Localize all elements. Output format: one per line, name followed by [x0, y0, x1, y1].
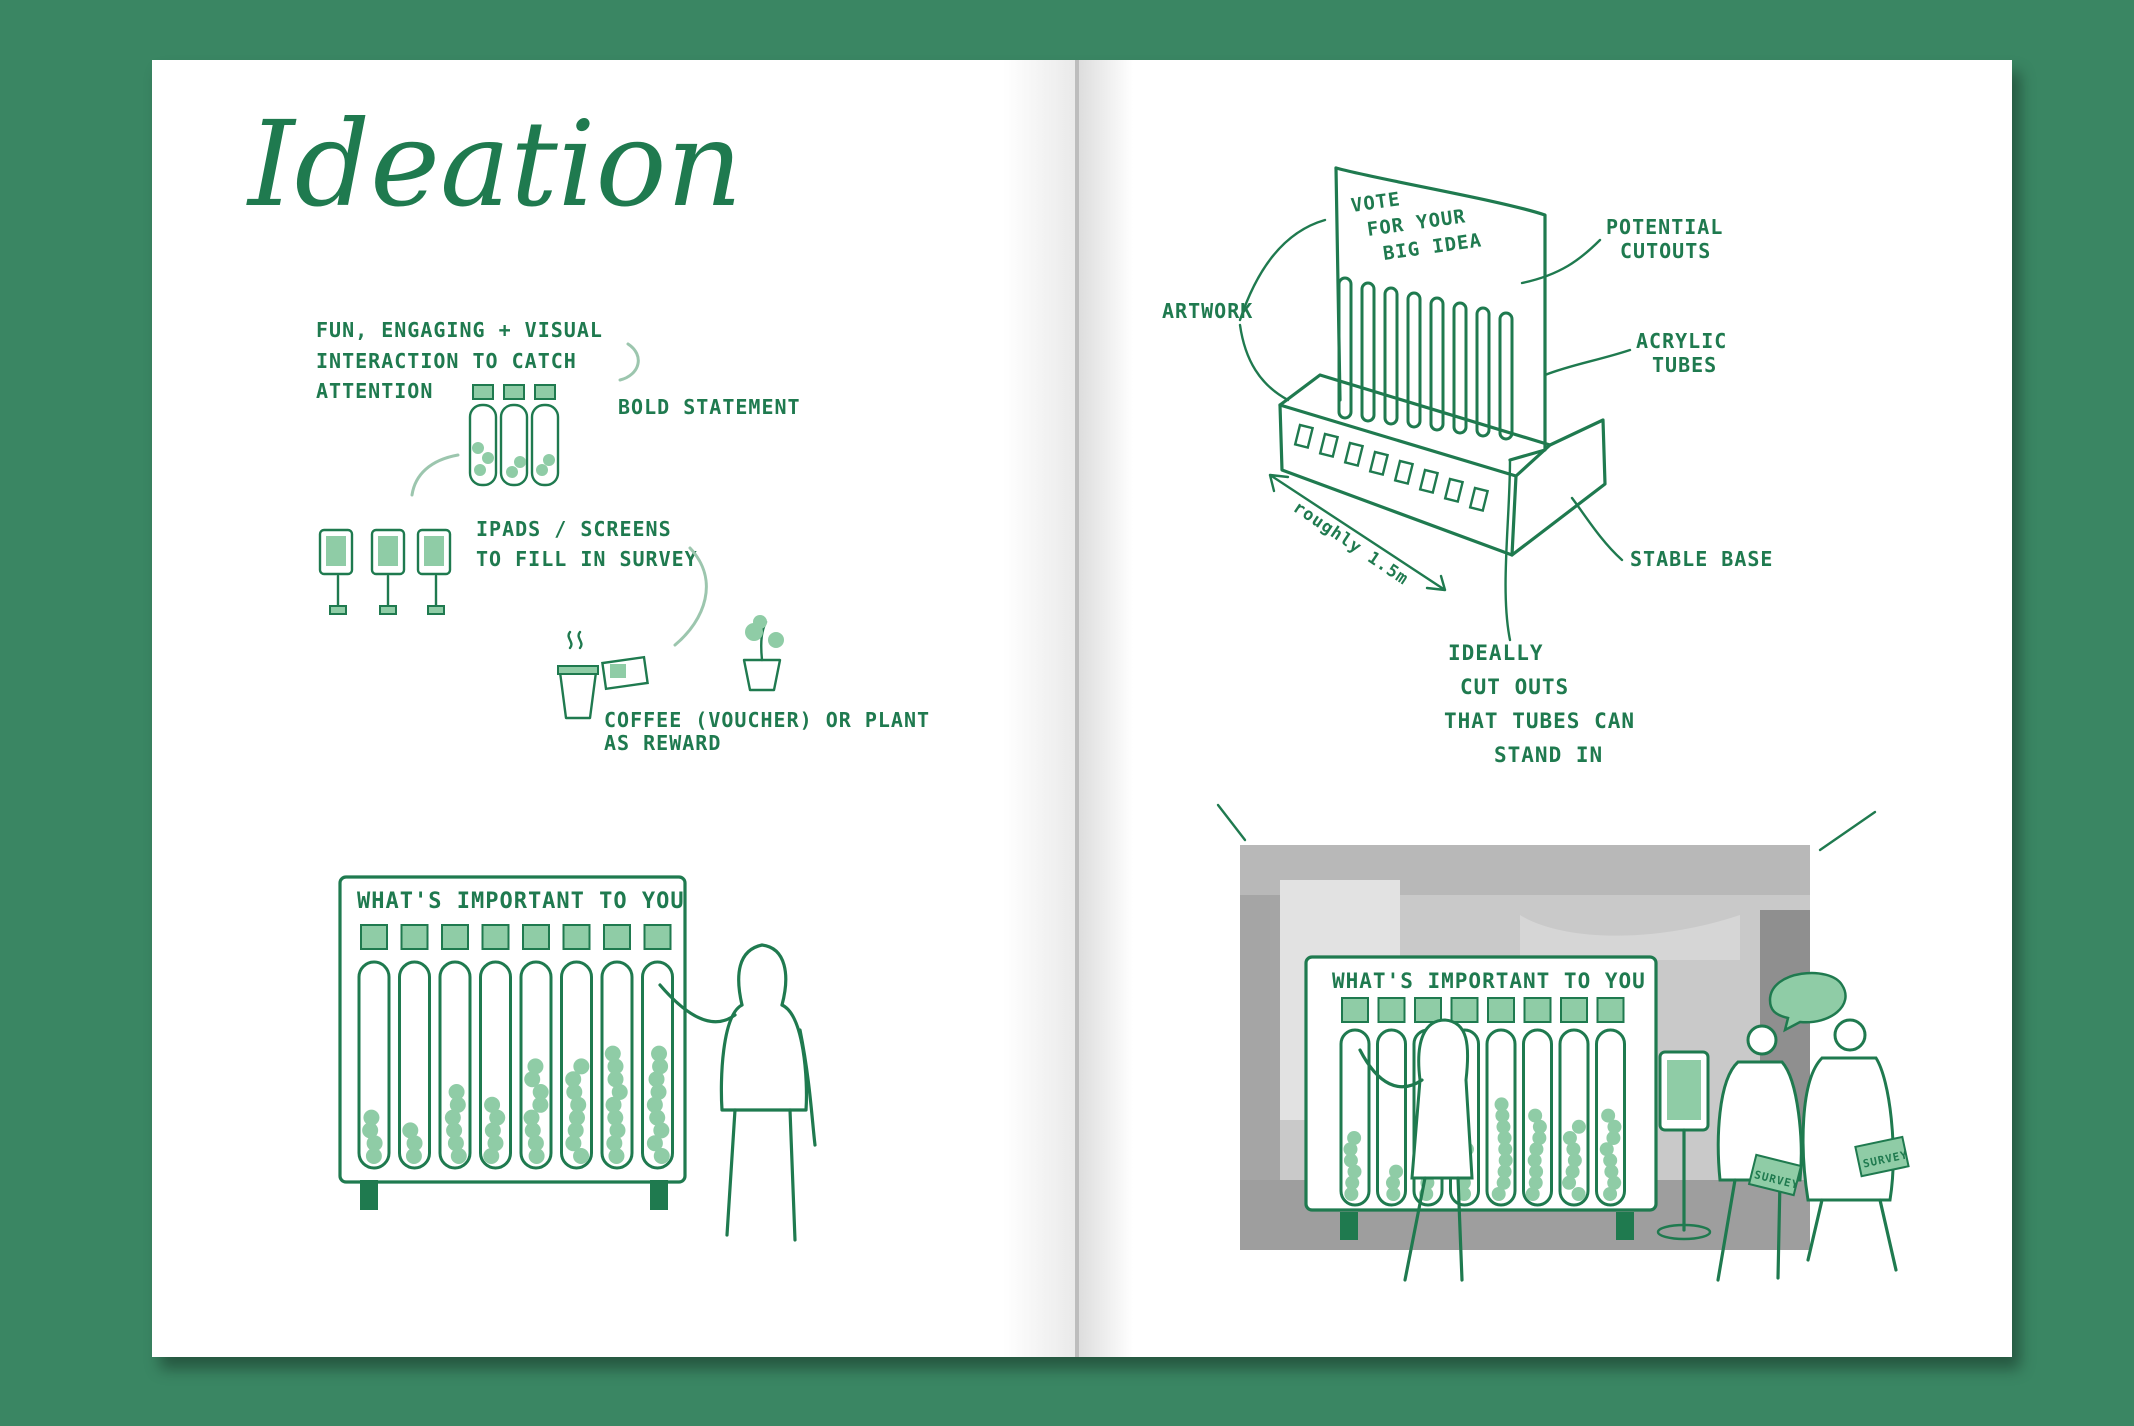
base-cutout: [1320, 434, 1337, 457]
base-cutout: [1420, 470, 1437, 493]
label-acrylic-1: ACRYLIC: [1636, 329, 1727, 353]
base-cutout: [1370, 452, 1387, 475]
category-icon: [1525, 998, 1551, 1022]
dimension-arrow: [1270, 475, 1445, 590]
ipads-icon: [320, 530, 450, 614]
label-ideally-1: IDEALLY: [1448, 641, 1544, 665]
vote-ball: [1495, 1097, 1509, 1111]
plant-icon: [744, 615, 784, 690]
vote-board-photo: WHAT'S IMPORTANT TO YOU: [1306, 957, 1656, 1240]
base-cutout: [1345, 443, 1362, 466]
base-cutout: [1395, 461, 1412, 484]
coffee-icon: [558, 632, 648, 718]
category-icon: [645, 925, 671, 949]
arrow-to-bold: [620, 344, 638, 380]
vote-ball: [1601, 1109, 1615, 1123]
page-title: Ideation: [246, 95, 743, 233]
label-ideally-3: THAT TUBES CAN: [1444, 709, 1635, 733]
note-ipads-line-2: TO FILL IN SURVEY: [476, 547, 698, 571]
arrow-to-ipads: [412, 455, 458, 495]
base-cutout: [1470, 488, 1487, 511]
person-sketch-left: [660, 945, 815, 1240]
arrow-acrylic: [1545, 350, 1630, 375]
vote-board-sketch-left: WHAT'S IMPORTANT TO YOU: [340, 877, 685, 1210]
acrylic-tube: [1385, 288, 1397, 424]
category-icon: [1452, 998, 1478, 1022]
arrow-artwork-base: [1240, 325, 1288, 400]
left-board-title: WHAT'S IMPORTANT TO YOU: [357, 889, 685, 914]
label-acrylic-2: TUBES: [1652, 353, 1717, 377]
vote-ball: [484, 1097, 500, 1113]
vote-ball: [402, 1122, 418, 1138]
base-cutout: [1445, 479, 1462, 502]
label-vote-1: VOTE: [1350, 188, 1402, 217]
label-ideally-4: STAND IN: [1494, 743, 1603, 767]
vote-ball: [573, 1058, 589, 1074]
vote-ball: [651, 1046, 667, 1062]
acrylic-tube: [1454, 303, 1466, 433]
category-icon: [604, 925, 630, 949]
vote-ball: [527, 1058, 543, 1074]
acrylic-tube: [1362, 283, 1374, 421]
category-icon: [1488, 998, 1514, 1022]
vote-ball: [1347, 1131, 1361, 1145]
label-ideally-2: CUT OUTS: [1460, 675, 1569, 699]
category-icon: [1342, 998, 1368, 1022]
acrylic-tube: [1477, 308, 1489, 436]
note-ipads-line-1: IPADS / SCREENS: [476, 517, 672, 541]
acrylic-tube: [1408, 293, 1420, 427]
vote-ball: [1563, 1131, 1577, 1145]
arrow-stable: [1572, 498, 1622, 560]
base-cutout: [1295, 425, 1312, 448]
note-engaging-line-3: ATTENTION: [316, 379, 433, 403]
note-engaging-line-1: FUN, ENGAGING + VISUAL: [316, 318, 603, 342]
category-icon: [1415, 998, 1441, 1022]
person-sketch-photo-3: SURVEY: [1803, 1020, 1909, 1270]
category-icon: [523, 925, 549, 949]
category-icon: [564, 925, 590, 949]
category-icon: [1379, 998, 1405, 1022]
note-reward-line-1: COFFEE (VOUCHER) OR PLANT: [604, 708, 930, 732]
category-icon: [1598, 998, 1624, 1022]
vote-ball: [605, 1046, 621, 1062]
arrow-ideally: [1506, 460, 1510, 640]
vote-ball: [1572, 1120, 1586, 1134]
category-icon: [442, 925, 468, 949]
right-board-title: WHAT'S IMPORTANT TO YOU: [1332, 969, 1646, 993]
category-icon: [483, 925, 509, 949]
note-engaging-line-2: INTERACTION TO CATCH: [316, 349, 577, 373]
label-potential-2: CUTOUTS: [1620, 239, 1711, 263]
acrylic-tube: [1500, 313, 1512, 439]
vote-ball: [1389, 1165, 1403, 1179]
category-icon: [361, 925, 387, 949]
category-icon: [1561, 998, 1587, 1022]
vote-ball: [1572, 1187, 1586, 1201]
vote-ball: [1528, 1109, 1542, 1123]
vote-ball: [363, 1110, 379, 1126]
label-stable-base: STABLE BASE: [1630, 547, 1773, 571]
vote-ball: [449, 1084, 465, 1100]
note-engaging: FUN, ENGAGING + VISUAL INTERACTION TO CA…: [316, 318, 603, 403]
arrow-potential: [1522, 240, 1600, 283]
note-reward-line-2: AS REWARD: [604, 731, 721, 755]
label-potential-1: POTENTIAL: [1606, 215, 1723, 239]
note-bold-statement: BOLD STATEMENT: [618, 395, 801, 419]
tubes-icon: [470, 385, 558, 485]
category-icon: [402, 925, 428, 949]
